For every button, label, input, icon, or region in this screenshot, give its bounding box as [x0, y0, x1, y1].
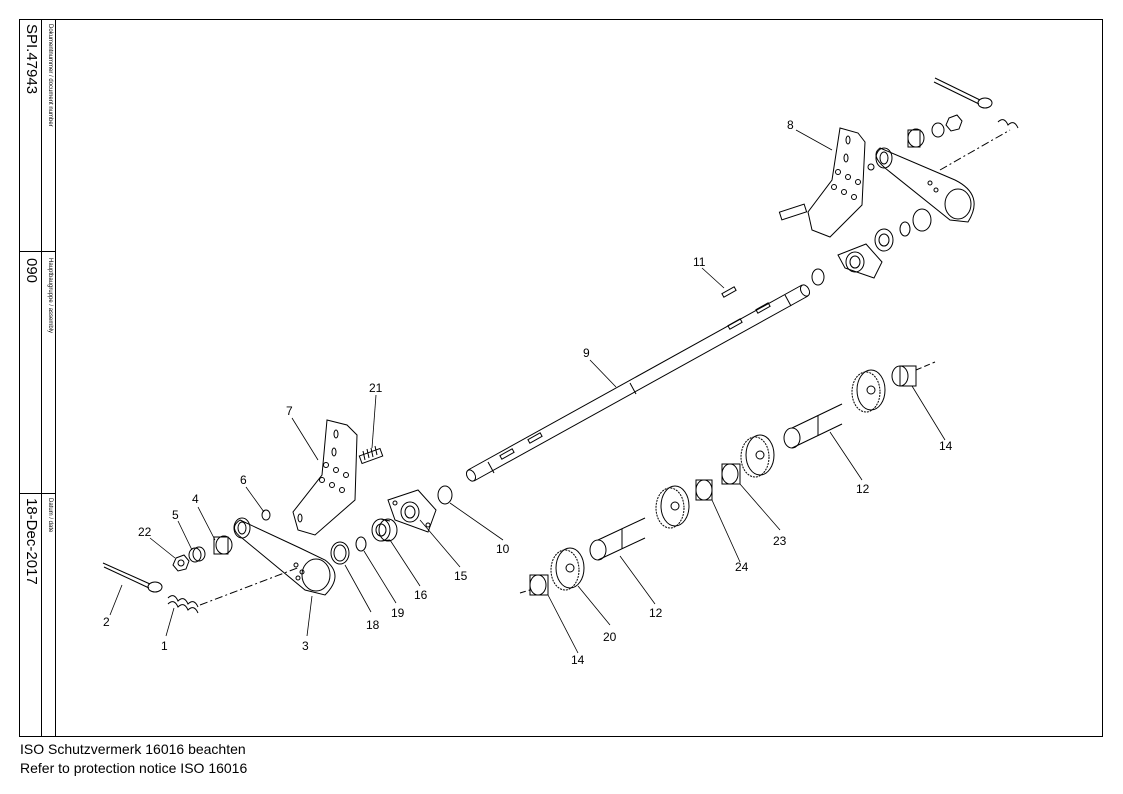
- callout-2: 2: [103, 615, 110, 629]
- callout-11: 11: [693, 255, 706, 269]
- ring-right-a: [899, 221, 911, 237]
- callout-18: 18: [366, 618, 380, 632]
- bolt-right: [778, 203, 808, 221]
- callout-21: 21: [369, 381, 383, 395]
- lever-arm-right: [875, 147, 975, 223]
- callout-22: 22: [138, 525, 152, 539]
- callout-24: 24: [735, 560, 749, 574]
- sleeve-12-lower: [589, 517, 646, 561]
- ring-right-c: [811, 268, 825, 286]
- center-line-left: [199, 566, 301, 606]
- callout-9: 9: [583, 346, 590, 360]
- callout-23: 23: [773, 534, 787, 548]
- ring-10: [437, 485, 453, 505]
- gear-top: [851, 369, 886, 413]
- title-block-divider: [19, 251, 55, 252]
- shaft-part: [465, 284, 811, 482]
- protection-notice-en: Refer to protection notice ISO 16016: [20, 760, 248, 776]
- bearing-16: [371, 518, 398, 542]
- mounting-plate-right: [807, 127, 866, 238]
- gear-upper-middle: [740, 434, 775, 478]
- ring-right-d: [867, 163, 875, 171]
- mounting-plate-left-holes: [297, 429, 349, 523]
- bushing-parts-right: [907, 114, 963, 148]
- callout-20: 20: [603, 630, 617, 644]
- callout-15: 15: [454, 569, 468, 583]
- bearing-right: [874, 228, 894, 252]
- callout-14-left: 14: [571, 653, 585, 667]
- callout-8: 8: [787, 118, 794, 132]
- lever-arm-left: [233, 517, 336, 596]
- callout-4: 4: [192, 492, 199, 506]
- callout-1: 1: [161, 639, 168, 653]
- bolt-part: [358, 445, 384, 465]
- center-line-right: [939, 129, 1011, 171]
- callout-12-lower: 12: [649, 606, 663, 620]
- callout-6: 6: [240, 473, 247, 487]
- bushing-parts-left: [172, 535, 233, 572]
- ring-19: [355, 536, 367, 552]
- retaining-ring-18: [330, 541, 350, 565]
- gear-middle: [655, 485, 690, 529]
- callout-10: 10: [496, 542, 510, 556]
- flange-bearing-right: [837, 243, 883, 279]
- mounting-plate-right-holes: [831, 135, 861, 200]
- ring-right-b: [912, 208, 932, 232]
- title-block-column: [19, 19, 42, 737]
- sleeve-14-left: [519, 574, 549, 596]
- sleeve-24: [695, 479, 713, 501]
- flange-bearing-15: [387, 489, 437, 533]
- callout-14-right: 14: [939, 439, 953, 453]
- key-part: [721, 286, 737, 298]
- protection-notice-de: ISO Schutzvermerk 16016 beachten: [20, 741, 246, 757]
- drawing-frame: [19, 19, 1103, 737]
- title-block-label-column: [41, 19, 56, 737]
- title-block-divider: [19, 493, 55, 494]
- callout-7: 7: [286, 404, 293, 418]
- pin-and-spring-right: [933, 77, 1019, 129]
- callout-5: 5: [172, 508, 179, 522]
- callout-19: 19: [391, 606, 405, 620]
- sleeve-12-upper: [783, 403, 843, 449]
- sleeve-23: [721, 463, 741, 485]
- callout-12-upper: 12: [856, 482, 870, 496]
- callout-16: 16: [414, 588, 428, 602]
- mounting-plate-left: [292, 419, 358, 536]
- ring-6: [261, 509, 271, 521]
- gear-20: [550, 547, 585, 591]
- leader-lines: [109, 129, 946, 654]
- pin-and-spring-left: [102, 562, 199, 614]
- callout-3: 3: [302, 639, 309, 653]
- sleeve-14-right: [891, 361, 936, 387]
